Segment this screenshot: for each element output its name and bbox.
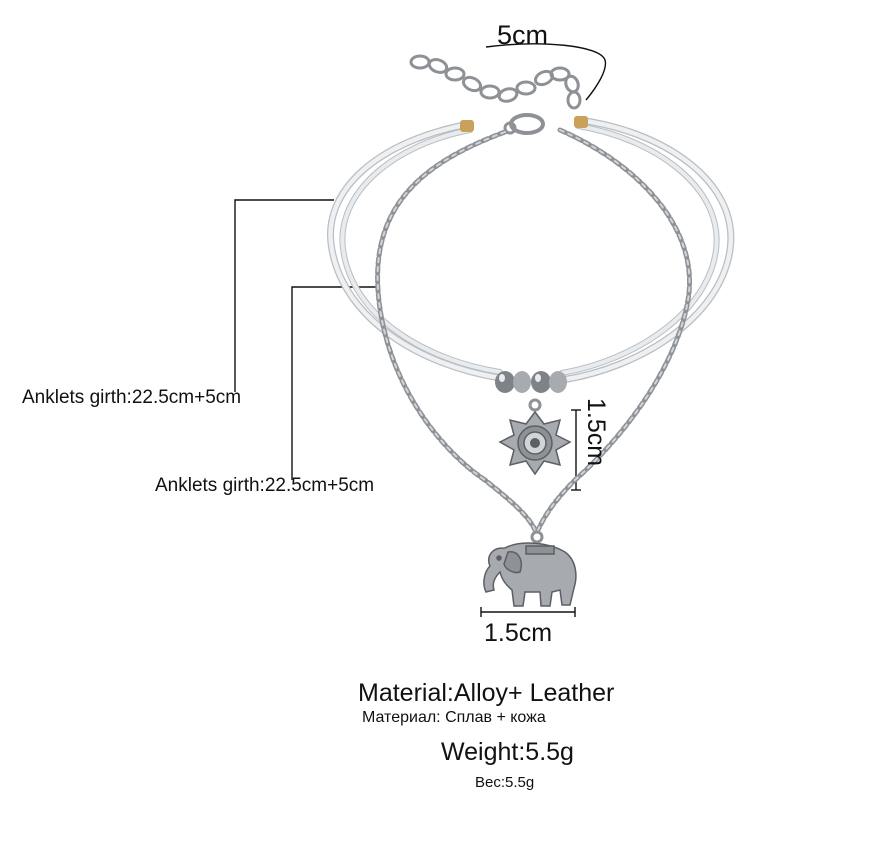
girth-inner-label: Anklets girth:22.5cm+5cm bbox=[155, 475, 375, 496]
extender-dimension-curve bbox=[485, 43, 607, 101]
weight-label: Weight:5.5g bbox=[441, 738, 574, 766]
girth-outer-label: Anklets girth:22.5cm+5cm bbox=[22, 387, 242, 408]
sun-pendant bbox=[498, 398, 572, 476]
cord-end-caps bbox=[460, 116, 588, 132]
elephant-pendant bbox=[483, 530, 577, 607]
material-label-ru: Материал: Сплав + кожа bbox=[362, 709, 546, 726]
main-chain bbox=[375, 127, 692, 533]
pendant-width-label: 1.5cm bbox=[484, 619, 553, 647]
weight-label-ru: Вес:5.5g bbox=[475, 774, 535, 791]
girth-outer-leader bbox=[234, 199, 334, 392]
extender-length-label: 5cm bbox=[497, 20, 549, 50]
material-label: Material:Alloy+ Leather bbox=[358, 679, 615, 707]
extender-chain bbox=[409, 54, 582, 110]
metal-beads bbox=[495, 371, 567, 393]
dimension-leaders bbox=[234, 43, 607, 617]
pendant-height-label: 1.5cm bbox=[582, 398, 610, 467]
leather-cord bbox=[327, 116, 735, 384]
lobster-clasp bbox=[503, 113, 545, 135]
